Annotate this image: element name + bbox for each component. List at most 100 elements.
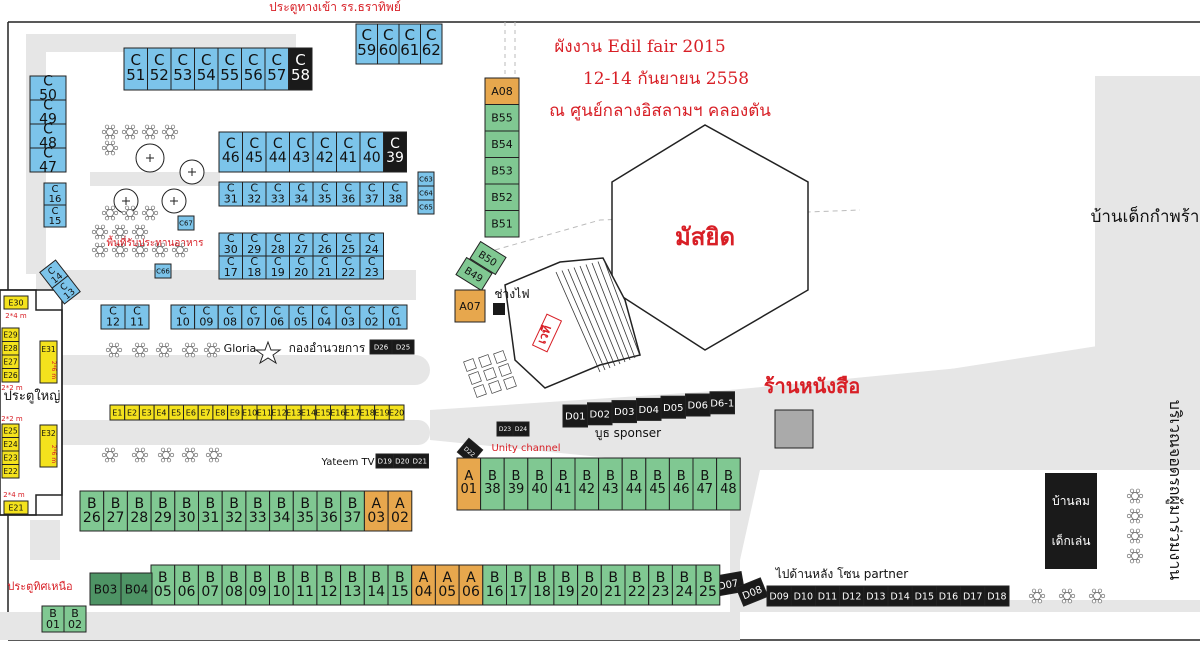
booth-E22[interactable]	[1, 464, 20, 479]
parking-label: บริเวณจอดรถผู้มาร่วมงาน	[1165, 400, 1185, 581]
booth-C23[interactable]	[359, 255, 384, 280]
booth-prefix: B	[134, 496, 144, 512]
booth-E26[interactable]	[1, 368, 20, 383]
booth-prefix: C	[226, 305, 234, 318]
booth-number: 22	[341, 266, 355, 279]
booth-C47[interactable]	[29, 147, 67, 173]
booth-D6-1[interactable]	[709, 391, 735, 415]
booth-C48[interactable]	[29, 123, 67, 149]
booth-number: 26	[83, 510, 101, 526]
booth-number: 02	[68, 618, 82, 631]
booth-B48[interactable]	[716, 457, 741, 511]
booth-number: 20	[294, 266, 308, 279]
booth-label: D24	[515, 426, 527, 433]
booth-C15[interactable]	[43, 204, 67, 228]
table-cluster-icon	[105, 342, 123, 358]
booth-prefix: B	[87, 496, 97, 512]
booth-prefix: B	[324, 496, 334, 512]
table-cluster-icon	[181, 342, 199, 358]
booth-B49[interactable]	[455, 256, 493, 292]
stage-label: เวที	[534, 323, 554, 345]
booth-C39[interactable]	[383, 131, 407, 173]
booth-B04[interactable]	[120, 572, 153, 606]
booth-prefix: B	[277, 496, 287, 512]
booth-number: 34	[273, 510, 291, 526]
booth-E20[interactable]	[388, 404, 405, 421]
booth-D24[interactable]	[512, 421, 530, 437]
booth-label: E2	[127, 408, 137, 417]
booth-C01[interactable]	[382, 304, 408, 330]
booth-number: 24	[675, 584, 693, 600]
booth-C13[interactable]	[51, 275, 81, 305]
booth-prefix: A	[464, 469, 473, 484]
booth-D08[interactable]	[735, 577, 769, 607]
booth-number: 07	[201, 584, 219, 600]
booth-A08[interactable]	[484, 77, 520, 105]
booth-group-b50: B50	[469, 240, 507, 276]
booth-number: 30	[224, 243, 238, 256]
booth-E30[interactable]	[3, 295, 29, 310]
booth-B53[interactable]	[484, 157, 520, 185]
booth-B50[interactable]	[469, 240, 507, 276]
booth-number: 23	[652, 584, 670, 600]
booth-C65[interactable]	[417, 199, 435, 215]
partner-zone-label: ไปด้านหลัง โซน partner	[775, 567, 909, 581]
booth-label: D12	[842, 591, 861, 602]
booth-prefix: C	[344, 255, 352, 268]
booth-label: E6	[186, 408, 196, 417]
booth-D18[interactable]	[984, 585, 1010, 607]
booth-E32[interactable]	[39, 424, 58, 468]
booth-prefix: B	[205, 570, 215, 586]
booth-size-note: 2*6 m	[50, 361, 57, 380]
booth-B25[interactable]	[695, 564, 721, 606]
booth-A02[interactable]	[387, 490, 413, 532]
booth-D25[interactable]	[391, 339, 415, 355]
chair-block	[483, 367, 497, 381]
booth-prefix: B	[559, 469, 568, 484]
booth-C58[interactable]	[288, 47, 313, 91]
booth-prefix: C	[272, 51, 282, 69]
booth-prefix: A	[395, 496, 405, 512]
booth-prefix: C	[226, 136, 236, 152]
booth-number: 31	[201, 510, 219, 526]
table-cluster-icon	[101, 447, 119, 463]
booth-B51[interactable]	[484, 210, 520, 238]
stage-seating-line	[555, 271, 601, 373]
booth-label: D01	[565, 412, 585, 423]
booth-number: 17	[509, 584, 527, 600]
booth-label: D6-1	[710, 398, 734, 409]
booth-number: 47	[697, 482, 714, 497]
booth-number: 28	[130, 510, 148, 526]
booth-B03[interactable]	[89, 572, 122, 606]
booth-prefix: C	[295, 51, 305, 69]
booth-prefix: C	[344, 182, 352, 195]
booth-E31[interactable]	[39, 340, 58, 384]
booth-layer: C51C52C53C54C55C56C57C58C59C60C61C62C50C…	[1, 23, 1010, 633]
booth-B52[interactable]	[484, 183, 520, 211]
booth-C11[interactable]	[124, 304, 150, 330]
booth-E21[interactable]	[3, 500, 29, 515]
booth-number: 52	[150, 66, 169, 84]
table-cluster-icon	[171, 242, 189, 258]
booth-C62[interactable]	[420, 23, 443, 65]
booth-prefix: C	[296, 136, 306, 152]
booth-prefix: A	[371, 496, 381, 512]
booth-A07[interactable]	[454, 289, 486, 323]
booth-prefix: B	[490, 570, 500, 586]
booth-prefix: C	[59, 282, 70, 294]
booth-label: E20	[389, 408, 404, 417]
booth-B54[interactable]	[484, 130, 520, 158]
stage-seating-line	[603, 259, 641, 357]
booth-C49[interactable]	[29, 99, 67, 125]
booth-B02[interactable]	[63, 605, 87, 633]
booth-prefix: C	[43, 98, 53, 114]
booth-number: 07	[247, 316, 261, 329]
booth-D21[interactable]	[410, 453, 429, 469]
booth-number: 05	[294, 316, 308, 329]
booth-prefix: C	[362, 26, 372, 44]
booth-C12[interactable]	[100, 304, 126, 330]
booth-C38[interactable]	[383, 181, 408, 207]
booth-C66[interactable]	[154, 263, 172, 279]
booth-number: 37	[344, 510, 362, 526]
booth-C67[interactable]	[177, 215, 195, 231]
